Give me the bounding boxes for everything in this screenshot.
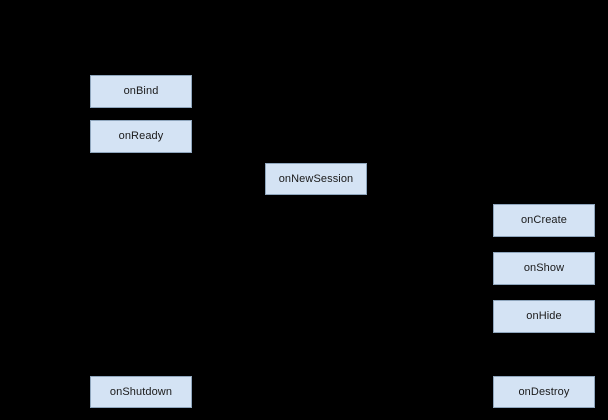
node-label: onHide (526, 310, 562, 322)
node-label: onReady (118, 130, 164, 142)
node-label: onBind (123, 85, 159, 97)
node-label: onShow (523, 262, 565, 274)
node-onnewsession[interactable]: onNewSession (265, 163, 367, 195)
node-onhide[interactable]: onHide (493, 300, 595, 333)
node-label: onCreate (520, 214, 568, 226)
node-label: onDestroy (518, 385, 570, 398)
node-label: onShutdown (109, 385, 173, 398)
node-onshutdown[interactable]: onShutdown (90, 376, 192, 408)
node-onshow[interactable]: onShow (493, 252, 595, 285)
node-onbind[interactable]: onBind (90, 75, 192, 108)
node-label: onNewSession (278, 172, 354, 185)
node-onready[interactable]: onReady (90, 120, 192, 153)
node-ondestroy[interactable]: onDestroy (493, 376, 595, 408)
node-oncreate[interactable]: onCreate (493, 204, 595, 237)
